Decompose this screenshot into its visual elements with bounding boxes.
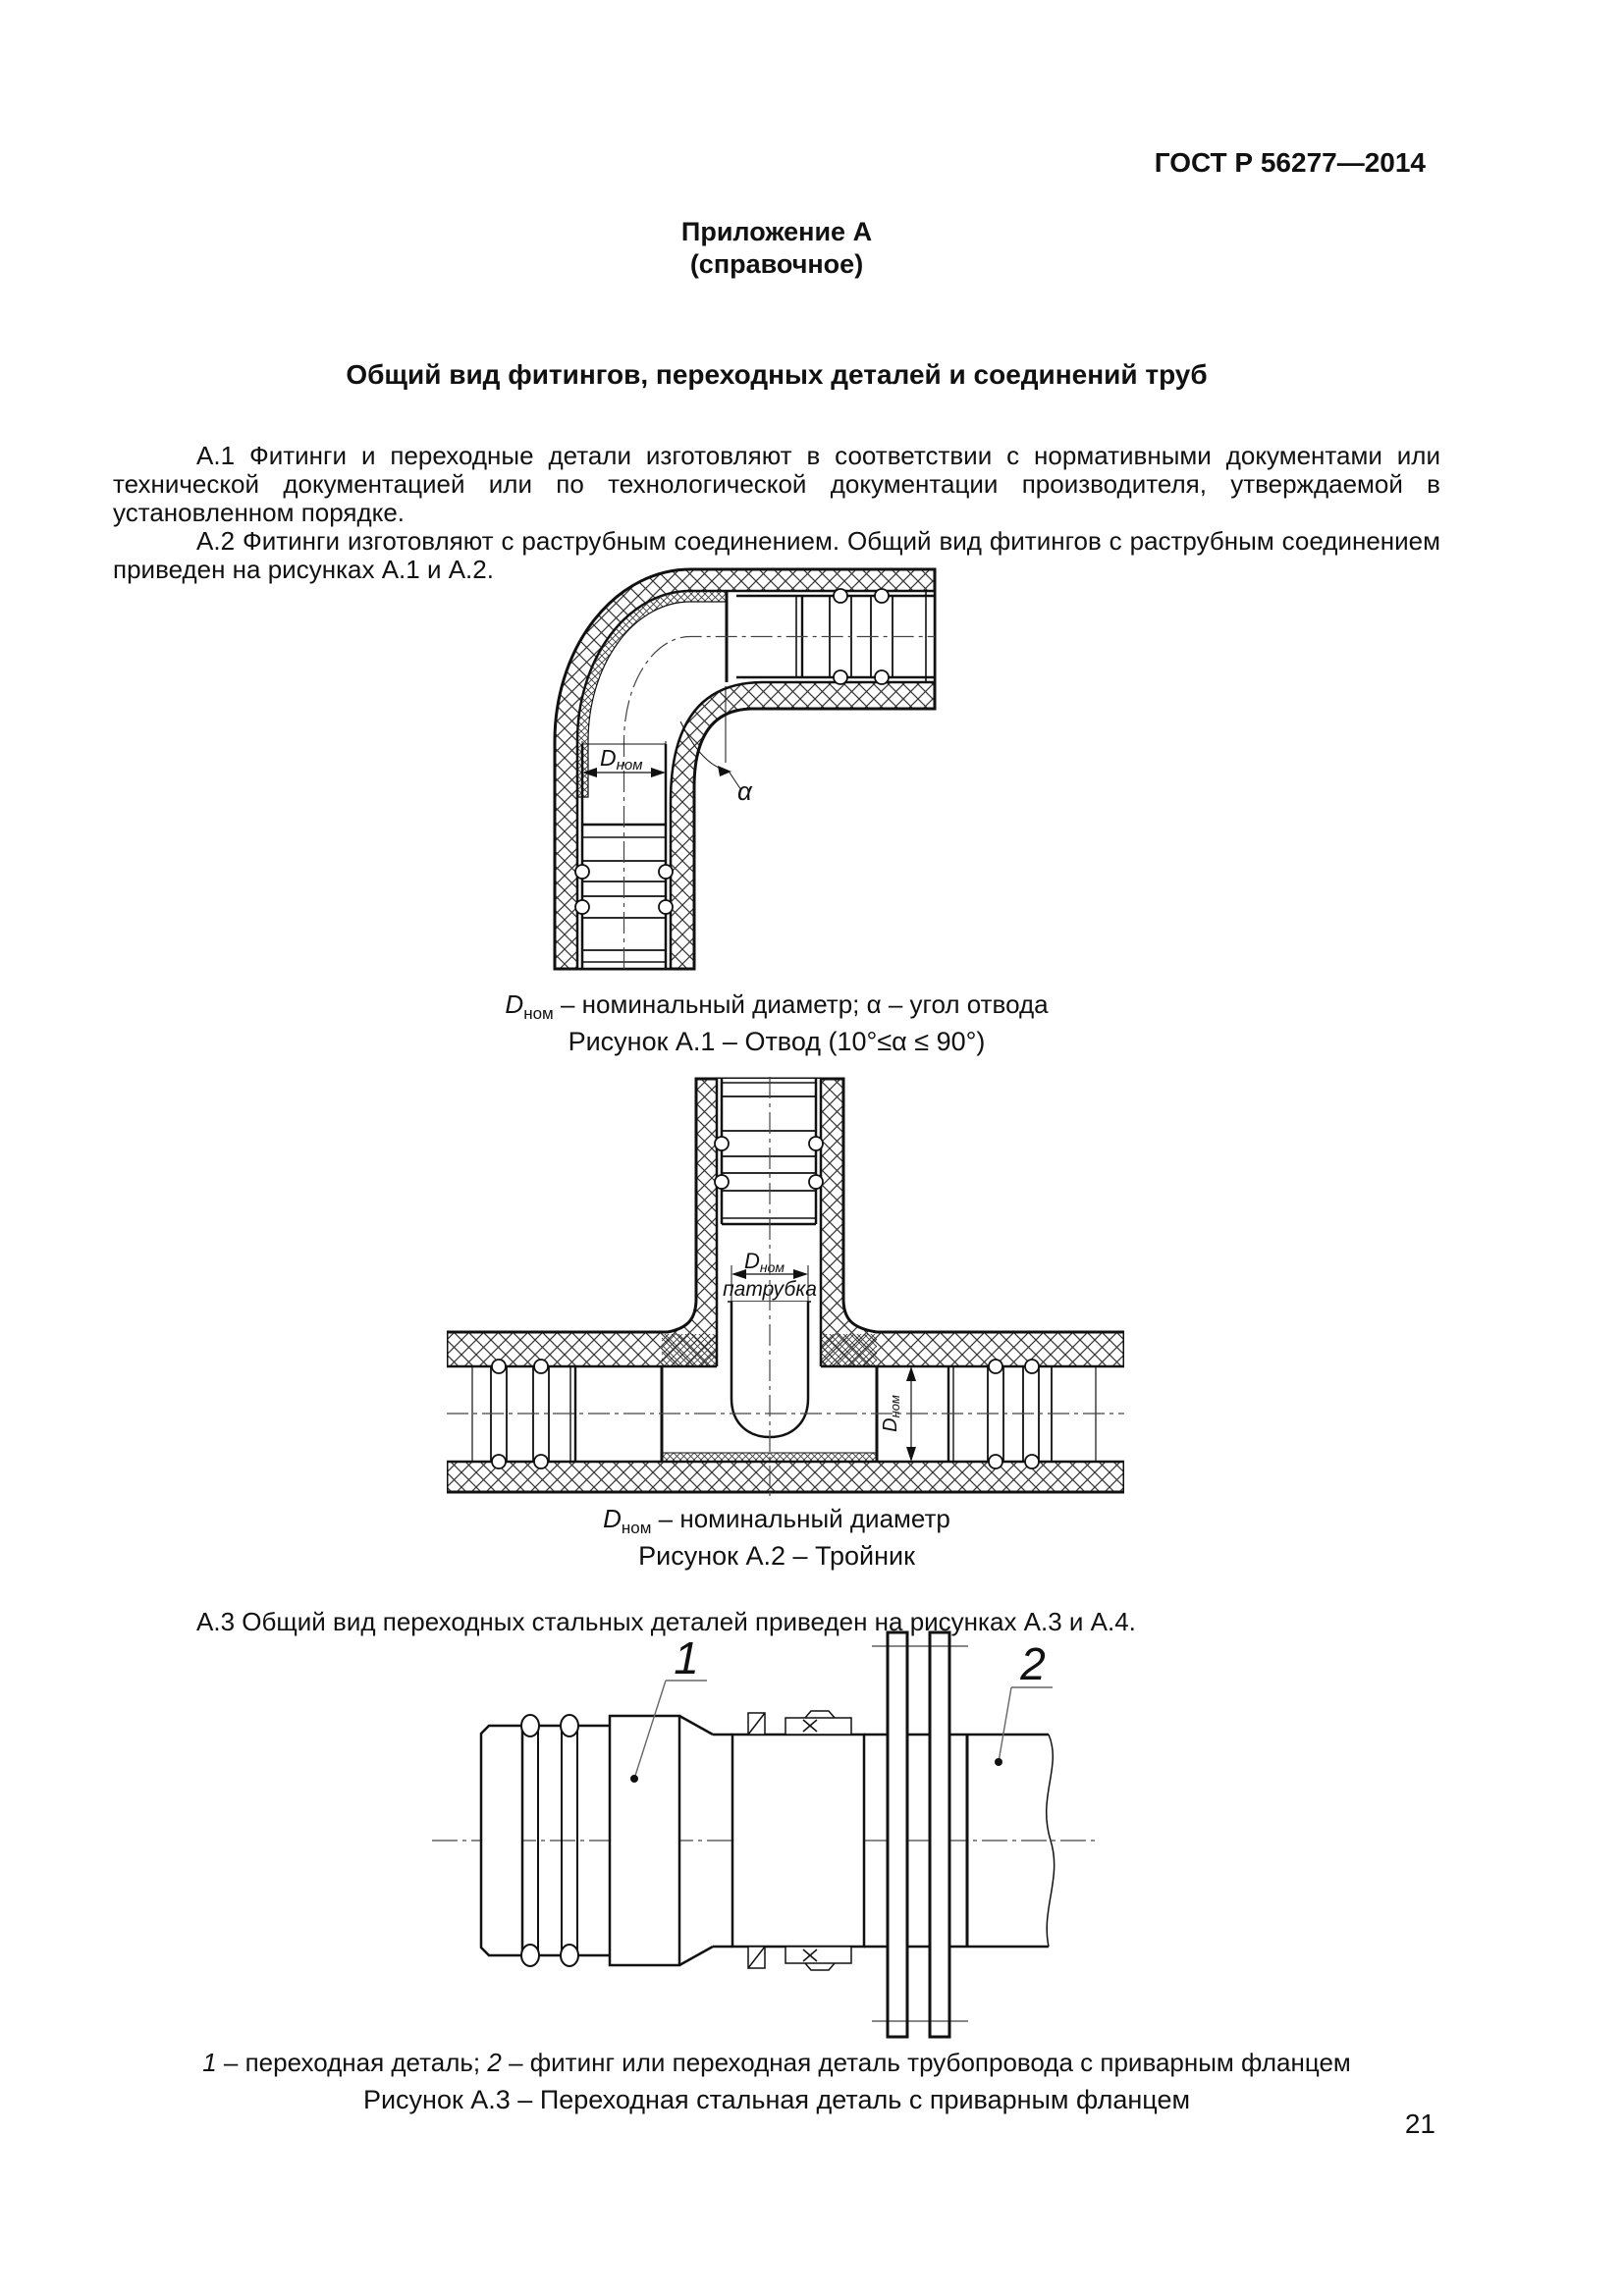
figure-a3-drawing: 1 2 [412, 1625, 1335, 2047]
tee-left-socket [471, 1359, 577, 1469]
flange-plate-right [928, 1630, 951, 2039]
callout-1: 1 [630, 1632, 707, 1783]
legend-text: – номинальный диаметр; α – угол отвода [553, 989, 1049, 1019]
callout-2-label: 2 [1019, 1638, 1046, 1689]
transition-drawing: 1 2 [432, 1630, 1100, 2039]
weld-zone-right [821, 1334, 877, 1366]
appendix-type: (справочное) [689, 249, 864, 279]
stub-end [479, 1724, 524, 1957]
weld-zone-left [662, 1334, 717, 1366]
figure-a3-legend: 1 – переходная деталь; 2 – фитинг или пе… [113, 2048, 1440, 2078]
collar-cylinder [608, 1714, 681, 1967]
taper [678, 1714, 732, 1967]
tee-drawing: Dном патрубка [447, 1077, 1124, 1497]
oring-bands [520, 1714, 579, 1967]
alpha-label: α [737, 776, 753, 806]
branch-dnom-label: Dном [744, 1249, 785, 1275]
appendix-heading: Приложение А (справочное) [113, 216, 1440, 281]
paragraph-a3: А.3 Общий вид переходных стальных детале… [196, 1607, 1136, 1636]
appendix-label: Приложение А [680, 217, 873, 246]
legend-d-sub: ном [621, 1519, 652, 1538]
figure-a1-caption: Рисунок А.1 – Отвод (10°≤α ≤ 90°) [568, 1027, 986, 1056]
figure-a1-drawing: Dном α [506, 566, 1114, 988]
legend-text: – номинальный диаметр [651, 1504, 950, 1533]
paragraph-a2: А.2 Фитинги изготовляют с раструбным сое… [113, 526, 1440, 584]
legend-2: 2 [487, 2048, 502, 2077]
legend-d-sub: ном [523, 1004, 554, 1024]
legend-1: 1 [202, 2048, 217, 2077]
section-title: Общий вид фитингов, переходных деталей и… [346, 359, 1208, 390]
pipe-break-line [1046, 1734, 1056, 1948]
legend-1-text: – переходная деталь; [216, 2048, 488, 2077]
elbow-drawing: Dном α [553, 567, 937, 971]
figure-a2-caption: Рисунок А.2 – Тройник [638, 1541, 915, 1571]
figure-a2-drawing: Dном патрубка [447, 1075, 1124, 1499]
run-dnom-label: Dном [880, 1395, 902, 1432]
dnom-dimension [581, 741, 667, 778]
callout-2: 2 [995, 1638, 1053, 1766]
main-body [731, 1733, 866, 1949]
document-header: ГОСТ Р 56277—2014 [1154, 147, 1426, 178]
paragraph-a1: А.1 Фитинги и переходные детали изготовл… [113, 441, 1440, 527]
elbow-bore [575, 589, 937, 971]
flange-plate-left [886, 1630, 909, 2039]
tee-branch-pipe [714, 1079, 824, 1226]
page-number: 21 [1404, 2109, 1435, 2139]
figure-a3-caption: Рисунок А.3 – Переходная стальная деталь… [362, 2085, 1191, 2114]
clamp-details [747, 1710, 852, 1971]
figure-a2-legend: Dном – номинальный диаметр [113, 1504, 1440, 1538]
dnom-label: Dном [600, 745, 643, 774]
figure-a1-legend: Dном – номинальный диаметр; α – угол отв… [113, 989, 1440, 1024]
alpha-angle: α [679, 686, 753, 806]
legend-d: D [603, 1504, 622, 1533]
callout-1-label: 1 [674, 1632, 699, 1683]
legend-d: D [505, 989, 524, 1019]
legend-2-text: – фитинг или переходная деталь трубопров… [501, 2048, 1351, 2077]
